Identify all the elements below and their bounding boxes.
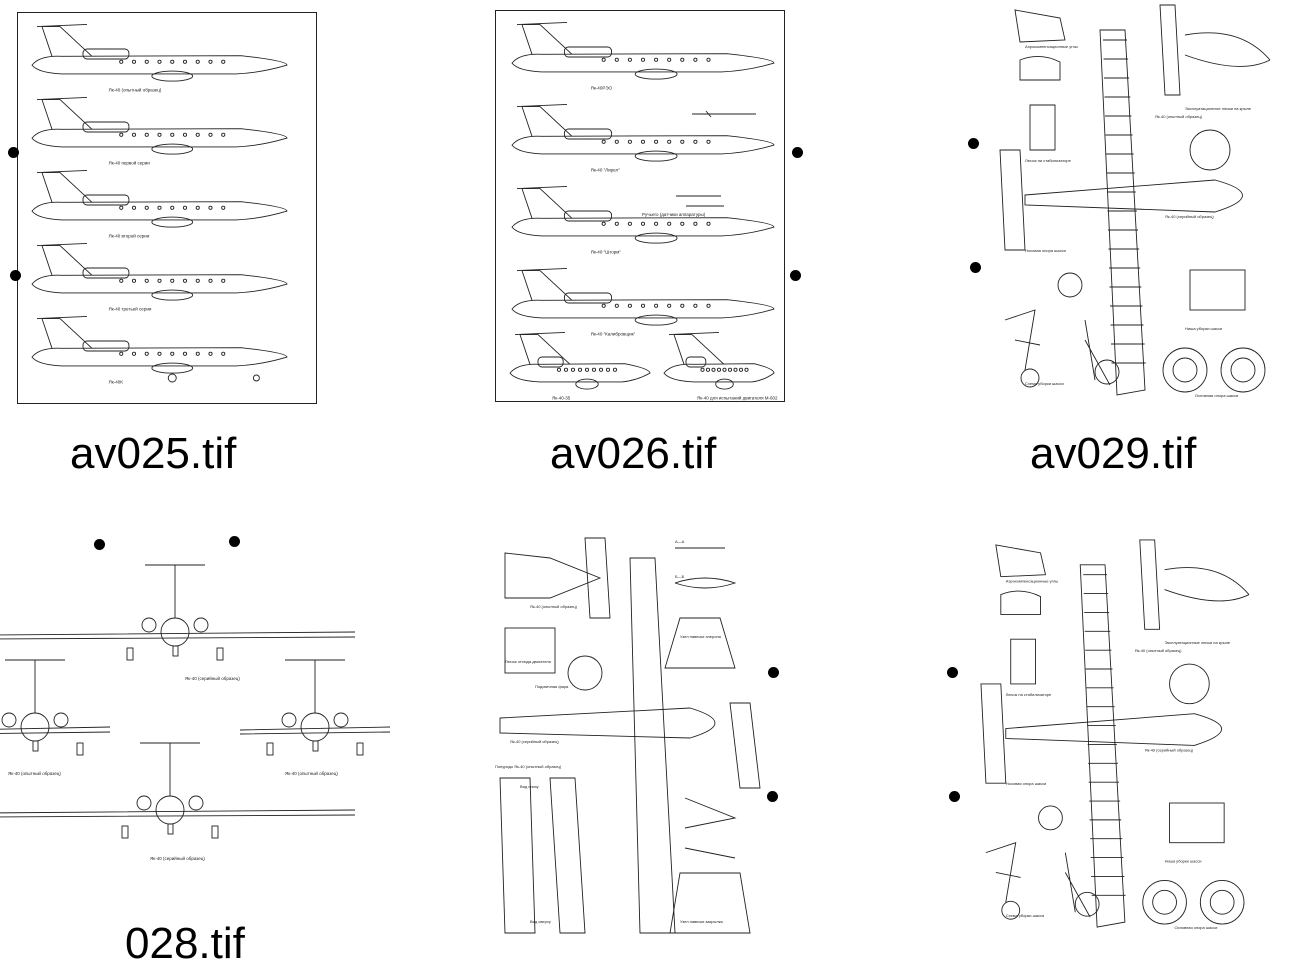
file-thumbnail[interactable]: Як-40 (серийный образец) Як-40 (опытный о…	[0, 560, 392, 890]
svg-text:Вид снизу: Вид снизу	[520, 784, 539, 789]
svg-text:Ручьего (датчики аппаратуры): Ручьего (датчики аппаратуры)	[642, 212, 706, 217]
file-tile-av028[interactable]: Як-40 (серийный образец) Як-40 (опытный о…	[0, 520, 400, 966]
svg-text:Як-40 первой серии: Як-40 первой серии	[109, 160, 151, 166]
file-thumbnail[interactable]: Як-40РЭО Як-40 "Лирел" Як-40 "Шторм" Як-40 …	[495, 10, 785, 402]
binder-hole-icon	[790, 270, 801, 281]
svg-text:Схема уборки шасси: Схема уборки шасси	[1025, 381, 1064, 386]
svg-text:Як-40 третьей серии: Як-40 третьей серии	[109, 306, 152, 312]
binder-hole-icon	[8, 147, 19, 158]
binder-hole-icon	[94, 539, 105, 550]
binder-hole-icon	[968, 138, 979, 149]
svg-text:Як-40 "Лирел": Як-40 "Лирел"	[591, 168, 621, 173]
file-name[interactable]: av025.tif	[70, 429, 237, 478]
svg-text:Ниша уборки шасси: Ниша уборки шасси	[1185, 326, 1222, 331]
binder-hole-icon	[229, 536, 240, 547]
svg-text:Як-40 (серийный образец): Як-40 (серийный образец)	[510, 739, 559, 744]
binder-hole-icon	[792, 147, 803, 158]
svg-text:Як-40 (серийный образец): Як-40 (серийный образец)	[1145, 747, 1194, 752]
svg-text:Як-40 (серийный образец): Як-40 (серийный образец)	[150, 855, 205, 861]
binder-hole-icon	[949, 791, 960, 802]
svg-text:Вид сверху: Вид сверху	[530, 919, 551, 924]
svg-text:Носовая опора шасси: Носовая опора шасси	[1006, 781, 1047, 786]
svg-text:Як-40 второй серии: Як-40 второй серии	[109, 233, 150, 239]
binder-hole-icon	[947, 667, 958, 678]
svg-text:Як-40 (опытный образец): Як-40 (опытный образец)	[8, 770, 61, 776]
svg-text:Як-40-35: Як-40-35	[552, 396, 571, 401]
svg-text:Як-40 для испытаний двигателя: Як-40 для испытаний двигателя М-602	[697, 395, 778, 401]
file-tile-av025[interactable]: Як-40 (опытный образец) Як-40 первой сери…	[0, 0, 330, 480]
file-name[interactable]: 028.tif	[125, 919, 245, 968]
svg-text:Як-40 (опытный образец): Як-40 (опытный образец)	[1135, 648, 1182, 653]
file-name[interactable]: av029.tif	[1030, 429, 1197, 478]
svg-text:Попурядо Як-40 (опытный образе: Попурядо Як-40 (опытный образец)	[495, 764, 562, 769]
svg-text:Як-40 "Калибровщик": Як-40 "Калибровщик"	[591, 332, 636, 337]
binder-hole-icon	[767, 791, 778, 802]
svg-text:Схема уборки шасси: Схема уборки шасси	[1006, 913, 1044, 918]
svg-text:Як-40 "Шторм": Як-40 "Шторм"	[591, 250, 622, 255]
svg-text:Як-40 (опытный образец): Як-40 (опытный образец)	[1155, 114, 1203, 119]
front-view-drawings: Як-40 (серийный образец) Як-40 (опытный о…	[0, 564, 391, 861]
binder-hole-icon	[10, 270, 21, 281]
svg-text:Б—Б: Б—Б	[675, 574, 685, 579]
svg-text:Основная опора шасси: Основная опора шасси	[1175, 925, 1218, 930]
svg-text:Як-40 (опытный образец): Як-40 (опытный образец)	[285, 770, 338, 776]
svg-text:Носовая опора шасси: Носовая опора шасси	[1025, 248, 1066, 253]
svg-text:Як-40К: Як-40К	[109, 380, 124, 385]
binder-hole-icon	[768, 667, 779, 678]
svg-text:Як-40 (опытный образец): Як-40 (опытный образец)	[530, 604, 578, 609]
svg-text:Як-40 (серийный образец): Як-40 (серийный образец)	[185, 675, 240, 681]
file-tile-av027[interactable]: А—А Як-40 (опытный образец) Б—Б Лючок отсюд…	[480, 520, 810, 937]
svg-text:Ниша уборки шасси: Ниша уборки шасси	[1165, 859, 1202, 864]
file-tile-av026[interactable]: Як-40РЭО Як-40 "Лирел" Як-40 "Шторм" Як-40 …	[480, 0, 810, 480]
svg-text:А—А: А—А	[675, 539, 685, 544]
svg-text:Узел навески закрылка: Узел навески закрылка	[680, 919, 724, 924]
planform-detail-drawing: А—А Як-40 (опытный образец) Б—Б Лючок отсюд…	[495, 537, 761, 934]
file-thumbnail[interactable]: А—А Як-40 (опытный образец) Б—Б Лючок отсюд…	[490, 528, 780, 937]
svg-text:Лючок отсюда двигателя: Лючок отсюда двигателя	[505, 659, 551, 664]
svg-text:Подсвечная фара: Подсвечная фара	[535, 684, 569, 689]
svg-text:Як-40 (серийный образец): Як-40 (серийный образец)	[1165, 214, 1214, 219]
svg-text:Узел навески элерона: Узел навески элерона	[680, 634, 722, 639]
svg-text:Лючок на стабилизаторе: Лючок на стабилизаторе	[1025, 158, 1072, 163]
svg-text:Эксплуатационные лючки на крыл: Эксплуатационные лючки на крыле	[1185, 106, 1252, 111]
svg-text:Лючок на стабилизаторе: Лючок на стабилизаторе	[1006, 692, 1052, 697]
svg-text:Аэрокомпенсационные углы: Аэрокомпенсационные углы	[1025, 44, 1078, 49]
variant-profile-drawings: Як-40РЭО Як-40 "Лирел" Як-40 "Шторм" Як-40 …	[509, 21, 778, 401]
svg-text:Основная опора шасси: Основная опора шасси	[1195, 393, 1238, 398]
side-profile-drawings: Як-40 (опытный образец) Як-40 первой сери…	[31, 23, 288, 385]
svg-text:Як-40РЭО: Як-40РЭО	[591, 86, 613, 91]
svg-text:Эксплуатационные лючки на крыл: Эксплуатационные лючки на крыле	[1165, 640, 1231, 645]
svg-text:Аэрокомпенсационные углы: Аэрокомпенсационные углы	[1006, 579, 1059, 584]
file-name[interactable]: av026.tif	[550, 429, 717, 478]
binder-hole-icon	[970, 262, 981, 273]
file-thumbnail[interactable]: Як-40 (опытный образец) Як-40 первой сери…	[17, 12, 317, 404]
svg-text:Як-40 (опытный образец): Як-40 (опытный образец)	[109, 87, 162, 93]
